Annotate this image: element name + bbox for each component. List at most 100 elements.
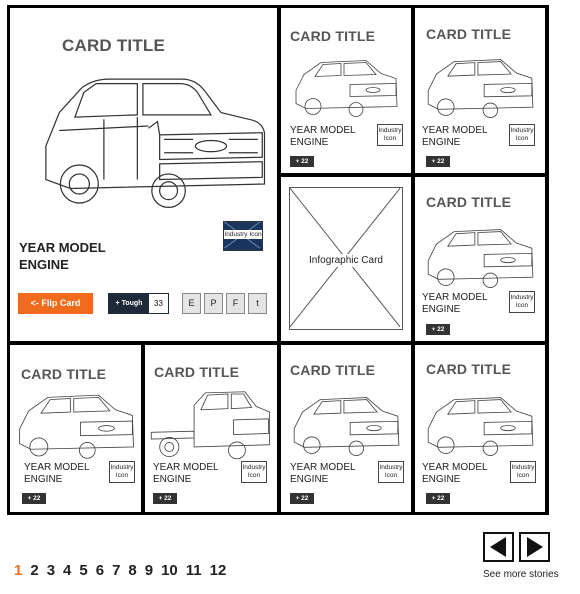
industry-icon-label: Icon	[515, 302, 529, 309]
industry-icon: Industry Icon	[241, 461, 267, 483]
card-year-model: YEAR MODEL	[290, 125, 356, 136]
card-title: CARD TITLE	[21, 366, 107, 382]
featured-card[interactable]: CARD TITLE Industry Icon YEAR MODEL ENGI…	[10, 8, 277, 341]
card-title: CARD TITLE	[426, 194, 512, 210]
page-link[interactable]: 11	[185, 562, 202, 579]
card-year-model: YEAR MODEL	[24, 462, 90, 473]
story-card-grid: CARD TITLE Industry Icon YEAR MODEL ENGI…	[7, 5, 549, 515]
card-engine: ENGINE	[153, 474, 192, 485]
see-more-stories-link[interactable]: See more stories	[483, 569, 559, 580]
industry-icon-label: Icon	[384, 472, 398, 479]
share-buttons: E P F t	[182, 293, 270, 314]
triangle-left-icon	[490, 537, 506, 557]
page-link[interactable]: 6	[95, 562, 105, 579]
page-link[interactable]: 2	[30, 562, 39, 579]
industry-icon-label: Industry	[379, 464, 403, 471]
share-facebook-button[interactable]: F	[226, 293, 245, 314]
industry-icon-label: Industry	[510, 294, 534, 301]
industry-icon-label: Industry	[511, 464, 535, 471]
industry-icon-label: Industry	[378, 127, 402, 134]
card-title: CARD TITLE	[290, 362, 376, 378]
card-title: CARD TITLE	[426, 361, 512, 377]
industry-icon-label: Icon	[247, 472, 261, 479]
industry-icon-label: Industry	[510, 127, 534, 134]
industry-icon: Industry Icon	[223, 221, 263, 251]
page-link[interactable]: 5	[79, 562, 88, 579]
pickup-truck-image	[427, 397, 534, 456]
previous-stories-button[interactable]	[483, 532, 514, 562]
share-email-button[interactable]: E	[182, 293, 201, 314]
page-link[interactable]: 12	[209, 562, 227, 579]
pickup-truck-image	[45, 78, 266, 209]
industry-icon: Industry Icon	[510, 461, 536, 483]
featured-card-title: CARD TITLE	[62, 36, 166, 55]
tough-vote-button[interactable]: + 22	[426, 156, 450, 167]
tough-vote-count: 33	[149, 294, 168, 313]
share-pinterest-button[interactable]: P	[204, 293, 223, 314]
featured-engine: ENGINE	[19, 257, 69, 272]
page-link[interactable]: 10	[161, 562, 178, 579]
industry-icon-label: Industry	[242, 464, 266, 471]
card-year-model: YEAR MODEL	[153, 462, 219, 473]
story-card[interactable]: CARD TITLE YEAR MODEL ENGINE Industry Ic…	[281, 345, 411, 512]
card-year-model: YEAR MODEL	[422, 125, 488, 136]
pickup-truck-image	[19, 394, 134, 459]
card-year-model: YEAR MODEL	[422, 292, 488, 303]
page-link[interactable]: 8	[128, 562, 137, 579]
industry-icon-label: Icon	[515, 135, 529, 142]
card-title: CARD TITLE	[426, 26, 512, 42]
story-card[interactable]: CARD TITLE YEAR MODEL ENGINE Industry Ic…	[145, 345, 277, 512]
share-twitter-button[interactable]: t	[248, 293, 267, 314]
tough-vote-button[interactable]: + 22	[153, 493, 177, 504]
chassis-cab-truck-image	[150, 391, 271, 460]
story-card[interactable]: CARD TITLE YEAR MODEL ENGINE Industry Ic…	[281, 8, 411, 173]
featured-year-model: YEAR MODEL	[19, 240, 106, 255]
card-engine: ENGINE	[290, 137, 329, 148]
card-title: CARD TITLE	[154, 364, 240, 380]
page-link[interactable]: 9	[144, 562, 154, 579]
tough-vote-button[interactable]: + 22	[22, 493, 46, 504]
card-engine: ENGINE	[422, 137, 461, 148]
pagination: 1 2 3 4 5 6 7 8 9 10 11 12	[14, 562, 226, 579]
story-card[interactable]: CARD TITLE YEAR MODEL ENGINE Industry Ic…	[415, 177, 545, 341]
tough-vote-button[interactable]: + 22	[426, 493, 450, 504]
infographic-placeholder: Infographic Card	[289, 187, 403, 330]
industry-icon: Industry Icon	[378, 461, 404, 483]
card-year-model: YEAR MODEL	[422, 462, 488, 473]
industry-icon: Industry Icon	[109, 461, 135, 483]
page-link-current[interactable]: 1	[14, 562, 23, 579]
industry-icon-label: Industry Icon	[224, 230, 262, 239]
industry-icon: Industry Icon	[509, 291, 535, 313]
tough-vote-button[interactable]: + 22	[426, 324, 450, 335]
flip-card-button[interactable]: <- Flip Card	[18, 293, 93, 314]
story-card[interactable]: CARD TITLE YEAR MODEL ENGINE Industry Ic…	[10, 345, 141, 512]
industry-icon-label: Icon	[383, 135, 397, 142]
card-title: CARD TITLE	[290, 28, 376, 44]
card-year-model: YEAR MODEL	[290, 462, 356, 473]
card-engine: ENGINE	[422, 304, 461, 315]
infographic-card[interactable]: Infographic Card	[281, 177, 411, 341]
industry-icon-label: Industry	[110, 464, 134, 471]
page-link[interactable]: 7	[112, 562, 121, 579]
pickup-truck-image	[427, 59, 534, 118]
pickup-truck-image	[295, 60, 398, 117]
pickup-truck-image	[293, 397, 400, 456]
tough-vote-button[interactable]: + 22	[290, 493, 314, 504]
industry-icon: Industry Icon	[377, 124, 403, 146]
pickup-truck-image	[427, 229, 534, 288]
card-engine: ENGINE	[24, 474, 63, 485]
tough-vote-button[interactable]: + Tough 33	[108, 293, 169, 314]
page-link[interactable]: 4	[63, 562, 72, 579]
card-engine: ENGINE	[422, 474, 461, 485]
card-engine: ENGINE	[290, 474, 329, 485]
story-card[interactable]: CARD TITLE YEAR MODEL ENGINE Industry Ic…	[415, 345, 545, 512]
triangle-right-icon	[527, 537, 543, 557]
industry-icon-label: Icon	[516, 472, 530, 479]
page-link[interactable]: 3	[46, 562, 56, 579]
infographic-label: Infographic Card	[290, 254, 402, 267]
tough-vote-label: + Tough	[109, 294, 149, 313]
next-stories-button[interactable]	[519, 532, 550, 562]
tough-vote-button[interactable]: + 22	[290, 156, 314, 167]
story-card[interactable]: CARD TITLE YEAR MODEL ENGINE Industry Ic…	[415, 8, 545, 173]
industry-icon-label: Icon	[115, 472, 129, 479]
